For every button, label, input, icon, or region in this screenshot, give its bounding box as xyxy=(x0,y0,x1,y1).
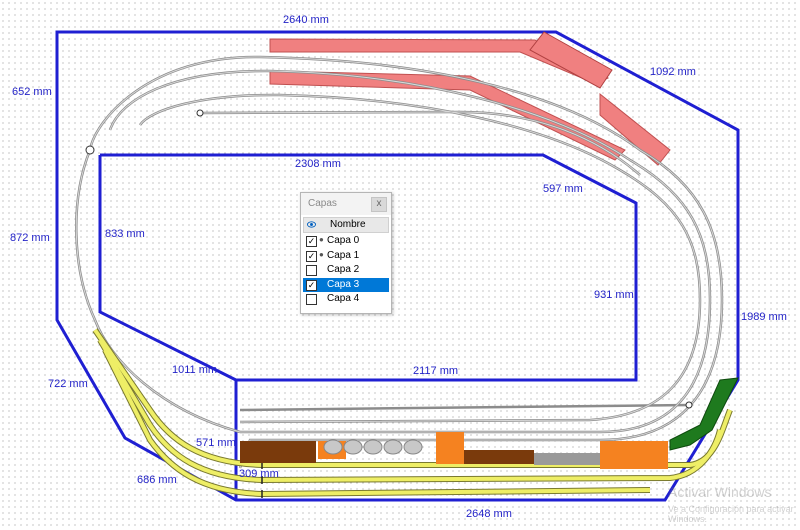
dimension-left-top: 652 mm xyxy=(12,86,52,98)
storage-tanks xyxy=(323,439,423,455)
inner-cutout-outline xyxy=(100,153,638,500)
inner-cutout-left xyxy=(98,155,237,382)
building-upper xyxy=(529,31,613,89)
building-brown-left xyxy=(240,441,316,463)
layer-visibility-checkbox[interactable]: ✓ xyxy=(306,250,317,262)
layer-visibility-checkbox[interactable]: ✓ xyxy=(306,279,317,291)
green-hill xyxy=(669,377,739,451)
building-brown-right xyxy=(462,450,534,464)
dimension-inner-right-diag: 597 mm xyxy=(543,183,583,195)
layers-panel: Capas x Nombre ✓ ● Capa 0 ✓ ● Capa 1 Cap… xyxy=(300,192,392,314)
dimension-left-lower-diag: 722 mm xyxy=(48,378,88,390)
platform-middle xyxy=(269,70,626,161)
layer-label: Capa 2 xyxy=(327,264,360,275)
track-lower-yellow-fill xyxy=(93,328,732,497)
eye-icon xyxy=(307,221,316,228)
layer-row[interactable]: ✓ ● Capa 1 xyxy=(303,249,389,264)
dimension-small-b: 309 mm xyxy=(239,468,279,480)
layer-row[interactable]: ✓ ● Capa 0 xyxy=(303,234,389,249)
bullet-icon: ● xyxy=(319,235,324,244)
dimension-inner-left: 833 mm xyxy=(105,228,145,240)
layer-visibility-checkbox[interactable] xyxy=(306,294,317,305)
track-loop-upper-inner xyxy=(75,56,723,469)
track-end-marker xyxy=(685,401,693,409)
dimension-inner-bottom: 2117 mm xyxy=(413,365,459,377)
dimension-left-main: 872 mm xyxy=(10,232,50,244)
layer-visibility-checkbox[interactable] xyxy=(306,265,317,276)
layers-panel-title: Capas xyxy=(308,198,337,209)
platform-lower xyxy=(599,92,671,166)
track-end-marker xyxy=(196,109,204,117)
layer-visibility-checkbox[interactable]: ✓ xyxy=(306,236,317,247)
building-orange-b xyxy=(436,432,464,464)
dimension-inner-lower-diag: 1011 mm xyxy=(172,364,218,376)
layers-panel-titlebar[interactable]: Capas x xyxy=(301,193,391,215)
layer-label: Capa 0 xyxy=(327,235,360,246)
close-icon[interactable]: x xyxy=(371,197,387,212)
layer-label: Capa 1 xyxy=(327,249,360,261)
dimension-inner-top: 2308 mm xyxy=(295,158,341,170)
dimension-bottom-left-diag: 686 mm xyxy=(137,474,177,486)
track-end-marker xyxy=(85,145,95,155)
column-name-label: Nombre xyxy=(330,219,366,230)
dimension-bottom: 2648 mm xyxy=(466,508,512,520)
layer-row-selected[interactable]: ✓ Capa 3 xyxy=(303,277,389,292)
layer-row[interactable]: Capa 2 xyxy=(303,263,389,278)
dimension-top: 2640 mm xyxy=(283,14,329,26)
dimension-small-a: 571 mm xyxy=(196,437,236,449)
layer-label: Capa 4 xyxy=(327,293,360,304)
dimension-inner-right: 931 mm xyxy=(594,289,634,301)
building-grey xyxy=(534,453,604,465)
dimension-top-right-diag: 1092 mm xyxy=(650,66,696,78)
building-orange-c xyxy=(600,441,668,469)
layer-label: Capa 3 xyxy=(327,278,360,290)
activation-watermark-subtitle: Ve a Configuración para activar Windows. xyxy=(668,504,794,524)
layer-row[interactable]: Capa 4 xyxy=(303,292,389,307)
bullet-icon: ● xyxy=(319,249,324,259)
outer-baseboard-outline xyxy=(55,30,740,502)
dimension-right: 1989 mm xyxy=(741,311,787,323)
layers-column-header[interactable]: Nombre xyxy=(303,217,389,233)
activation-watermark-title: Activar Windows xyxy=(668,484,772,500)
